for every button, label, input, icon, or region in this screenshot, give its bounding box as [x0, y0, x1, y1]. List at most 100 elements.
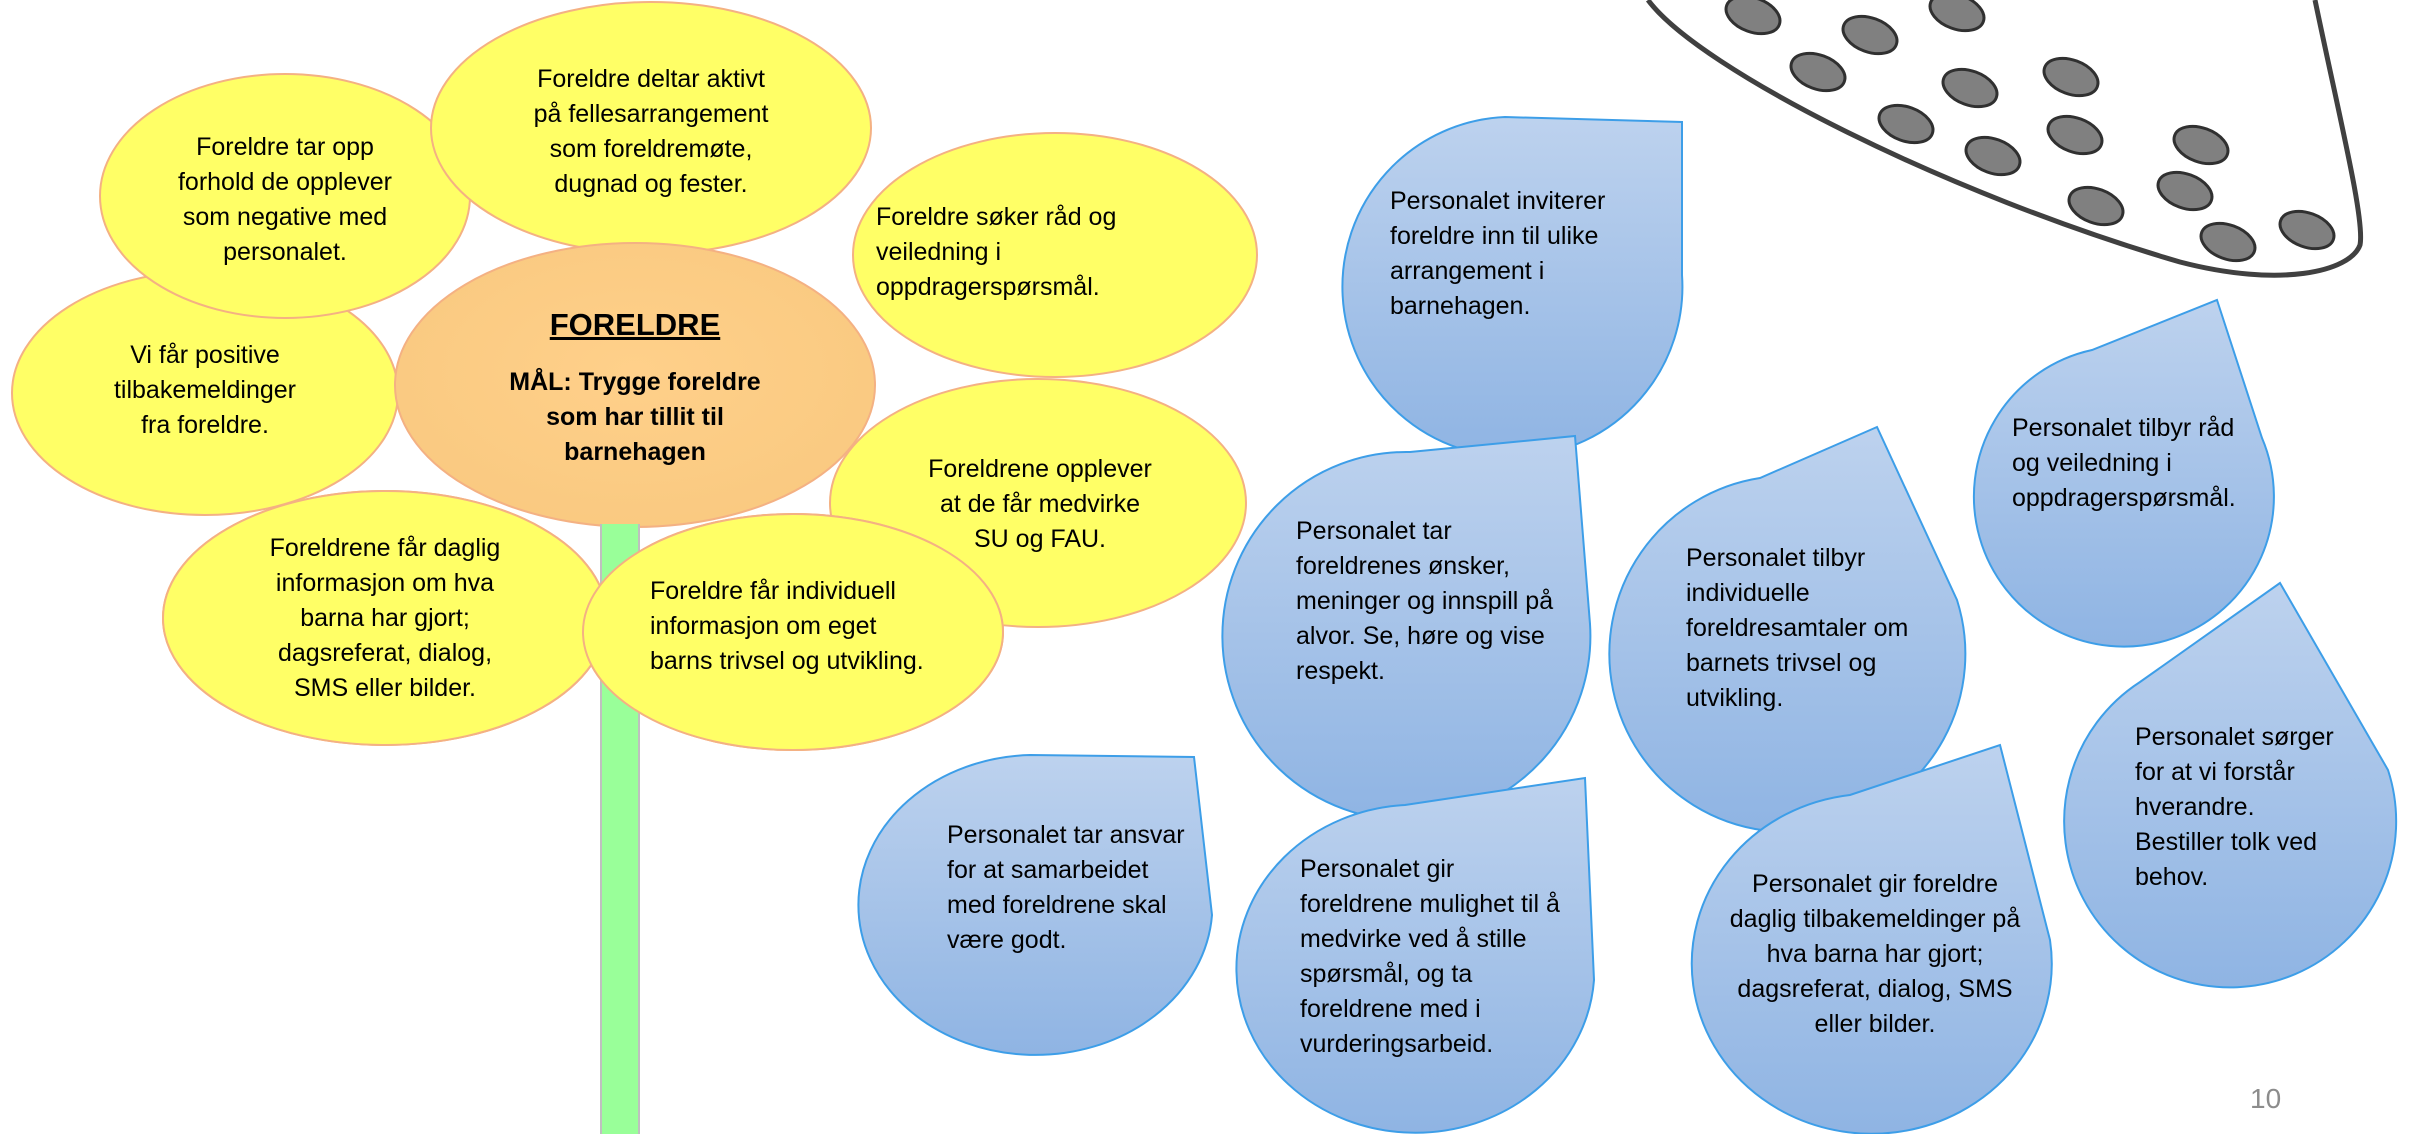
drop-line: foreldrenes ønsker, [1296, 552, 1510, 580]
drop-line: eller bilder. [1814, 1010, 1936, 1038]
drop-line: respekt. [1296, 657, 1385, 685]
petal-daglig: Foreldrene får daglig informasjon om hva… [230, 531, 540, 706]
drop-line: behov. [2135, 863, 2209, 891]
watering-can-hole [1964, 135, 2022, 177]
drop-line: alvor. Se, høre og vise [1296, 622, 1545, 650]
flower-center: FORELDRE MÅL: Trygge foreldre som har ti… [460, 305, 810, 470]
petal-line: barna har gjort; [300, 604, 470, 632]
petal-positive: Vi får positive tilbakemeldinger fra for… [60, 338, 350, 443]
water-drop-icon [1972, 298, 2275, 648]
watering-can-hole [2042, 56, 2100, 98]
flower-stem [600, 524, 640, 1134]
center-goal-line: som har tillit til [546, 403, 724, 431]
drop-line: daglig tilbakemeldinger på [1729, 905, 2021, 933]
petal-line: at de får medvirke [939, 490, 1141, 518]
watering-can-hole [1724, 0, 1782, 36]
petal-line: forhold de opplever [177, 168, 393, 196]
watering-can-hole [2172, 124, 2230, 166]
water-drop-icon [1221, 434, 1592, 821]
drop-line: Personalet sørger [2135, 723, 2334, 751]
watering-can-hole [1941, 67, 1999, 109]
page-number: 10 [2250, 1083, 2282, 1114]
petal-line: informasjon om eget [650, 612, 877, 640]
petal-line: SMS eller bilder. [293, 674, 477, 702]
petal-line: som foreldremøte, [549, 135, 753, 163]
petal-line: Foreldre søker råd og [876, 203, 1117, 231]
water-drop-icon [857, 753, 1214, 1056]
drop-line: Personalet tilbyr råd [2012, 414, 2235, 442]
drop-line: foreldrene med i [1300, 995, 1481, 1023]
drop-line: hverandre. [2135, 793, 2255, 821]
watering-can-hole [1877, 103, 1935, 145]
petal-line: fra foreldre. [141, 411, 269, 439]
center-title: FORELDRE [549, 307, 721, 342]
water-drop-icon [1341, 115, 1684, 458]
petal-line: informasjon om hva [275, 569, 495, 597]
drop-line: Bestiller tolk ved [2135, 828, 2318, 856]
drop-line: Personalet gir foreldre [1752, 870, 1998, 898]
watering-can-hole [2199, 221, 2257, 263]
drop-onsker: Personalet tar foreldrenes ønsker, menin… [1296, 514, 1596, 689]
drop-samtaler: Personalet tilbyr individuelle foreldres… [1686, 541, 1976, 716]
drop-inviterer: Personalet inviterer foreldre inn til ul… [1390, 184, 1670, 324]
drop-line: dagsreferat, dialog, SMS [1737, 975, 2013, 1003]
petal-line: Foreldre får individuell [650, 577, 896, 605]
drop-line: Personalet tilbyr [1686, 544, 1866, 572]
drop-line: være godt. [947, 926, 1067, 954]
drop-line: vurderingsarbeid. [1300, 1030, 1494, 1058]
watering-can-hole [2156, 170, 2214, 212]
watering-can-hole [2067, 185, 2125, 227]
drop-sorger: Personalet sørger for at vi forstår hver… [2135, 720, 2365, 895]
drop-medvirke: Personalet gir foreldrene mulighet til å… [1300, 852, 1600, 1062]
center-goal-line: barnehagen [564, 438, 706, 466]
water-drop-icon [1235, 776, 1596, 1134]
petal-rad: Foreldre søker råd og veiledning i oppdr… [876, 200, 1176, 305]
water-drop-icon [1690, 743, 2053, 1134]
drop-rad: Personalet tilbyr råd og veiledning i op… [2012, 411, 2282, 516]
petal-felles: Foreldre deltar aktivt på fellesarrangem… [486, 62, 816, 202]
drop-line: meninger og innspill på [1296, 587, 1554, 615]
watering-can-hole [2046, 114, 2104, 156]
petal-line: Vi får positive [130, 341, 280, 369]
drop-line: foreldre inn til ulike [1390, 222, 1599, 250]
petal-line: oppdragerspørsmål. [876, 273, 1100, 301]
petal-negative: Foreldre tar opp forhold de opplever som… [145, 130, 425, 270]
drop-line: foreldresamtaler om [1686, 614, 1909, 642]
drop-tilbakemeldinger: Personalet gir foreldre daglig tilbakeme… [1705, 867, 2045, 1042]
petal-line: Foreldrene opplever [928, 455, 1152, 483]
drop-line: og veiledning i [2012, 449, 2172, 477]
drop-line: barnehagen. [1390, 292, 1531, 320]
petal-line: personalet. [223, 238, 347, 266]
petal-line: dagsreferat, dialog, [277, 639, 493, 667]
drop-line: foreldrene mulighet til å [1300, 890, 1560, 918]
drop-line: Personalet tar [1296, 517, 1452, 545]
drop-line: hva barna har gjort; [1766, 940, 1984, 968]
petal-line: SU og FAU. [974, 525, 1106, 553]
drop-line: Personalet inviterer [1390, 187, 1606, 215]
petal-shape [852, 132, 1258, 378]
drop-line: for at samarbeidet [947, 856, 1149, 884]
drop-line: medvirke ved å stille [1300, 925, 1527, 953]
drop-line: Personalet tar ansvar [947, 821, 1185, 849]
petal-line: tilbakemeldinger [113, 376, 297, 404]
petal-medvirke: Foreldrene opplever at de får medvirke S… [890, 452, 1190, 557]
drop-line: spørsmål, og ta [1300, 960, 1473, 988]
watering-can-hole [2278, 209, 2336, 251]
water-drop-icon [2063, 581, 2398, 989]
drop-line: utvikling. [1686, 684, 1784, 712]
watering-can-icon [1645, 0, 2364, 278]
drop-line: individuelle [1686, 579, 1810, 607]
watering-can-hole [1841, 14, 1899, 56]
petal-line: barns trivsel og utvikling. [650, 647, 924, 675]
center-goal-line: MÅL: Trygge foreldre [509, 368, 761, 396]
water-drop-icon [1608, 425, 1967, 833]
water-drop-icons [857, 115, 2398, 1134]
drop-line: barnets trivsel og [1686, 649, 1877, 677]
petal-line: dugnad og fester. [554, 170, 748, 198]
petal-line: veiledning i [876, 238, 1002, 266]
petal-line: Foreldrene får daglig [269, 534, 501, 562]
petal-individuell: Foreldre får individuell informasjon om … [650, 574, 990, 679]
petal-line: på fellesarrangement [533, 100, 769, 128]
drop-line: med foreldrene skal [947, 891, 1167, 919]
